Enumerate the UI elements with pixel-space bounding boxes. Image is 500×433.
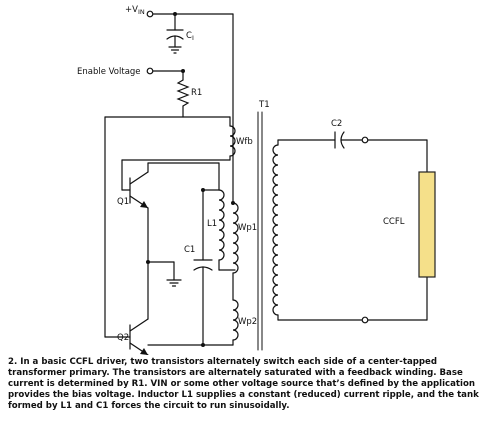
winding-wp1 xyxy=(232,202,239,274)
transistor-q1 xyxy=(121,171,149,209)
wp1-label: Wp1 xyxy=(238,223,257,233)
winding-wp2 xyxy=(232,299,239,341)
ground-symbol-ci xyxy=(168,46,182,54)
c2-label: C2 xyxy=(331,119,342,129)
ccfl-driver-schematic: +VIN CI Enable Voltage R1 T1 Wfb Q1 Q2 L… xyxy=(77,5,436,355)
input-capacitor-ci xyxy=(166,29,184,48)
caption-number: 2. xyxy=(8,357,18,367)
r1-label: R1 xyxy=(191,88,202,98)
wp2-label: Wp2 xyxy=(238,317,257,327)
q2-label: Q2 xyxy=(117,333,129,343)
ccfl-label: CCFL xyxy=(383,217,405,227)
ground-symbol-emitter xyxy=(166,279,182,287)
c1-label: C1 xyxy=(184,245,195,255)
caption-text: In a basic CCFL driver, two transistors … xyxy=(8,357,479,411)
enable-label: Enable Voltage xyxy=(77,67,141,77)
q1-label: Q1 xyxy=(117,197,129,207)
enable-terminal xyxy=(146,67,184,75)
resistor-r1 xyxy=(176,79,190,107)
figure-caption: 2.In a basic CCFL driver, two transistor… xyxy=(8,357,494,412)
wfb-label: Wfb xyxy=(236,137,253,147)
l1-label: L1 xyxy=(207,219,217,229)
ci-label: CI xyxy=(186,31,194,42)
winding-wfb xyxy=(229,125,236,157)
vin-label: +VIN xyxy=(125,5,145,16)
t1-label: T1 xyxy=(258,100,270,110)
transistor-q2 xyxy=(104,318,149,355)
secondary-winding xyxy=(272,144,279,316)
ccfl-lamp xyxy=(418,171,436,278)
inductor-l1 xyxy=(218,189,225,261)
vin-terminal xyxy=(146,10,234,18)
